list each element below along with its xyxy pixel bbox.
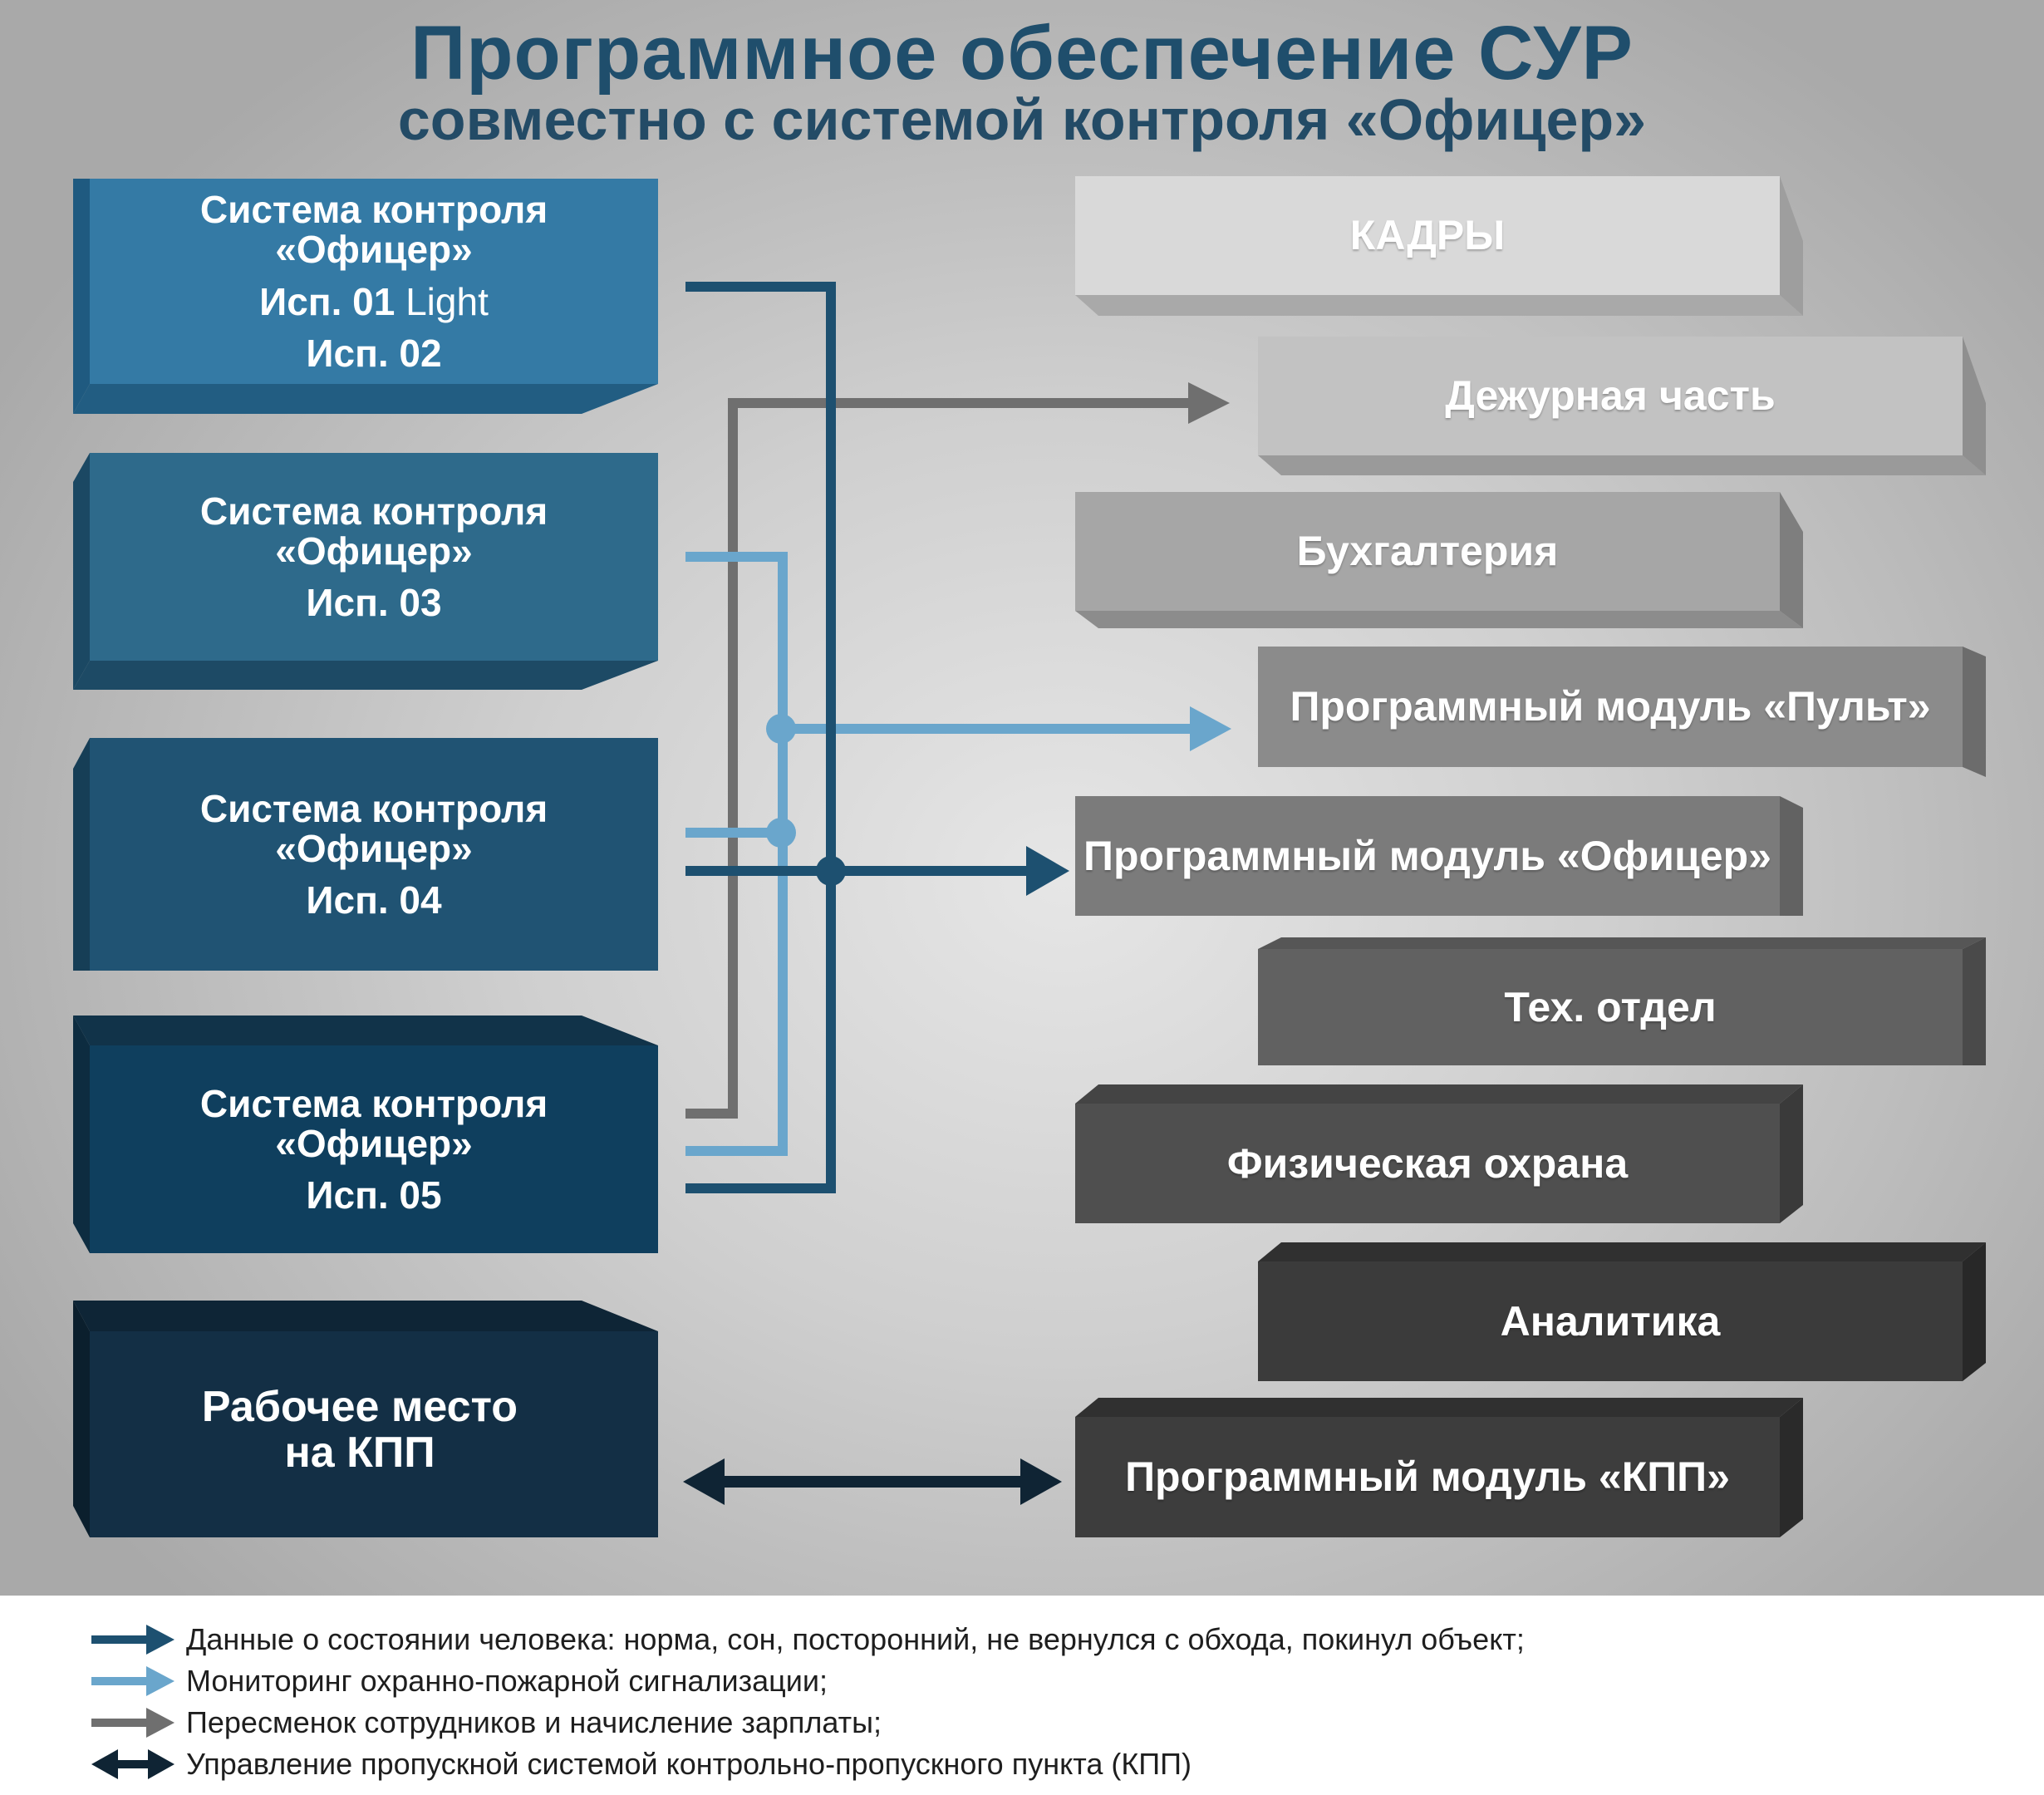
legend-item: Пересменок сотрудников и начисление зарп… bbox=[91, 1702, 2002, 1743]
right-box-6-shape bbox=[1258, 937, 1986, 1065]
box-title: Система контроля bbox=[199, 1081, 548, 1125]
right-box-2-shape bbox=[1258, 337, 1986, 475]
isp-02-label: Исп. 02 bbox=[306, 331, 442, 375]
right-box-officer-module: Программный модуль «Офицер» bbox=[1083, 832, 1771, 879]
isp-03-label: Исп. 03 bbox=[306, 581, 442, 625]
connector-kpp-double bbox=[683, 1458, 1062, 1505]
box-title: Система контроля bbox=[199, 489, 548, 533]
legend-item: Данные о состоянии человека: норма, сон,… bbox=[91, 1619, 2002, 1660]
left-box-isp-03: Система контроля «Офицер» Исп. 03 bbox=[90, 453, 658, 661]
left-box-isp-05: Система контроля «Офицер» Исп. 05 bbox=[90, 1045, 658, 1253]
left-box-3-shape bbox=[73, 738, 658, 971]
box-title-name: «Офицер» bbox=[275, 228, 473, 272]
legend-text: Мониторинг охранно-пожарной сигнализации… bbox=[186, 1664, 828, 1698]
right-box-tech-dept: Тех. отдел bbox=[1504, 983, 1717, 1030]
box-title: Система контроля bbox=[199, 786, 548, 830]
page-title: Программное обеспечение СУР bbox=[410, 11, 1634, 96]
arrow-icon bbox=[91, 1625, 174, 1655]
left-box-isp-04: Система контроля «Офицер» Исп. 04 bbox=[90, 738, 658, 971]
right-box-5-shape bbox=[1075, 796, 1803, 916]
isp-01-bold: Исп. 01 bbox=[259, 279, 396, 323]
isp-05-label: Исп. 05 bbox=[306, 1173, 442, 1217]
right-box-analytics: Аналитика bbox=[1500, 1297, 1721, 1345]
right-box-7-shape bbox=[1075, 1084, 1803, 1223]
legend-item: Управление пропускной системой контрольн… bbox=[91, 1743, 2002, 1785]
arrow-icon bbox=[91, 1708, 174, 1738]
left-box-5-shape bbox=[73, 1301, 658, 1537]
right-box-physical-security: Физическая охрана bbox=[1226, 1139, 1629, 1187]
left-box-kpp-workplace: Рабочее место на КПП bbox=[90, 1331, 630, 1537]
right-box-duty-unit: Дежурная часть bbox=[1445, 372, 1776, 420]
left-box-2-shape bbox=[73, 453, 658, 690]
isp-04-label: Исп. 04 bbox=[306, 878, 442, 922]
page-subtitle: совместно с системой контроля «Офицер» bbox=[397, 87, 1647, 152]
legend-text: Управление пропускной системой контрольн… bbox=[186, 1747, 1192, 1781]
legend: Данные о состоянии человека: норма, сон,… bbox=[91, 1619, 2002, 1785]
right-box-9-shape bbox=[1075, 1398, 1803, 1537]
box-title-name: «Офицер» bbox=[275, 826, 473, 870]
right-box-kadry: КАДРЫ bbox=[1349, 212, 1506, 259]
right-box-4-shape bbox=[1258, 647, 1986, 777]
right-box-8-shape bbox=[1258, 1242, 1986, 1381]
right-box-1-shape bbox=[1075, 176, 1803, 316]
right-box-3-shape bbox=[1075, 492, 1803, 628]
connector-data-dark bbox=[685, 282, 1069, 1193]
diagram-background: Программное обеспечение СУР совместно с … bbox=[0, 0, 2044, 1596]
right-box-accounting: Бухгалтерия bbox=[1296, 528, 1559, 575]
connector-alarm-light bbox=[685, 552, 1231, 1156]
right-box-kpp-module: Программный модуль «КПП» bbox=[1125, 1453, 1730, 1501]
kpp-workplace-line1: Рабочее место bbox=[201, 1383, 518, 1431]
legend-text: Данные о состоянии человека: норма, сон,… bbox=[186, 1622, 1525, 1656]
legend-item: Мониторинг охранно-пожарной сигнализации… bbox=[91, 1660, 2002, 1702]
double-arrow-icon bbox=[91, 1749, 174, 1779]
left-box-1-shape bbox=[73, 179, 658, 414]
left-box-4-shape bbox=[73, 1016, 658, 1253]
box-title: Система контроля bbox=[199, 187, 548, 231]
left-box-isp-01-02: Система контроля «Офицер» Исп. 01 Light … bbox=[90, 179, 658, 384]
arrow-icon bbox=[91, 1666, 174, 1696]
isp-01-label: Исп. 01 Light bbox=[259, 279, 489, 323]
right-box-pult-module: Программный модуль «Пульт» bbox=[1290, 683, 1931, 730]
legend-text: Пересменок сотрудников и начисление зарп… bbox=[186, 1705, 882, 1739]
isp-01-light: Light bbox=[405, 279, 489, 323]
box-title-name: «Офицер» bbox=[275, 529, 473, 573]
kpp-workplace-line2: на КПП bbox=[284, 1428, 435, 1477]
connector-shift-grey bbox=[685, 382, 1230, 1119]
diagram-graphics bbox=[73, 176, 1986, 1537]
box-title-name: «Офицер» bbox=[275, 1121, 473, 1165]
